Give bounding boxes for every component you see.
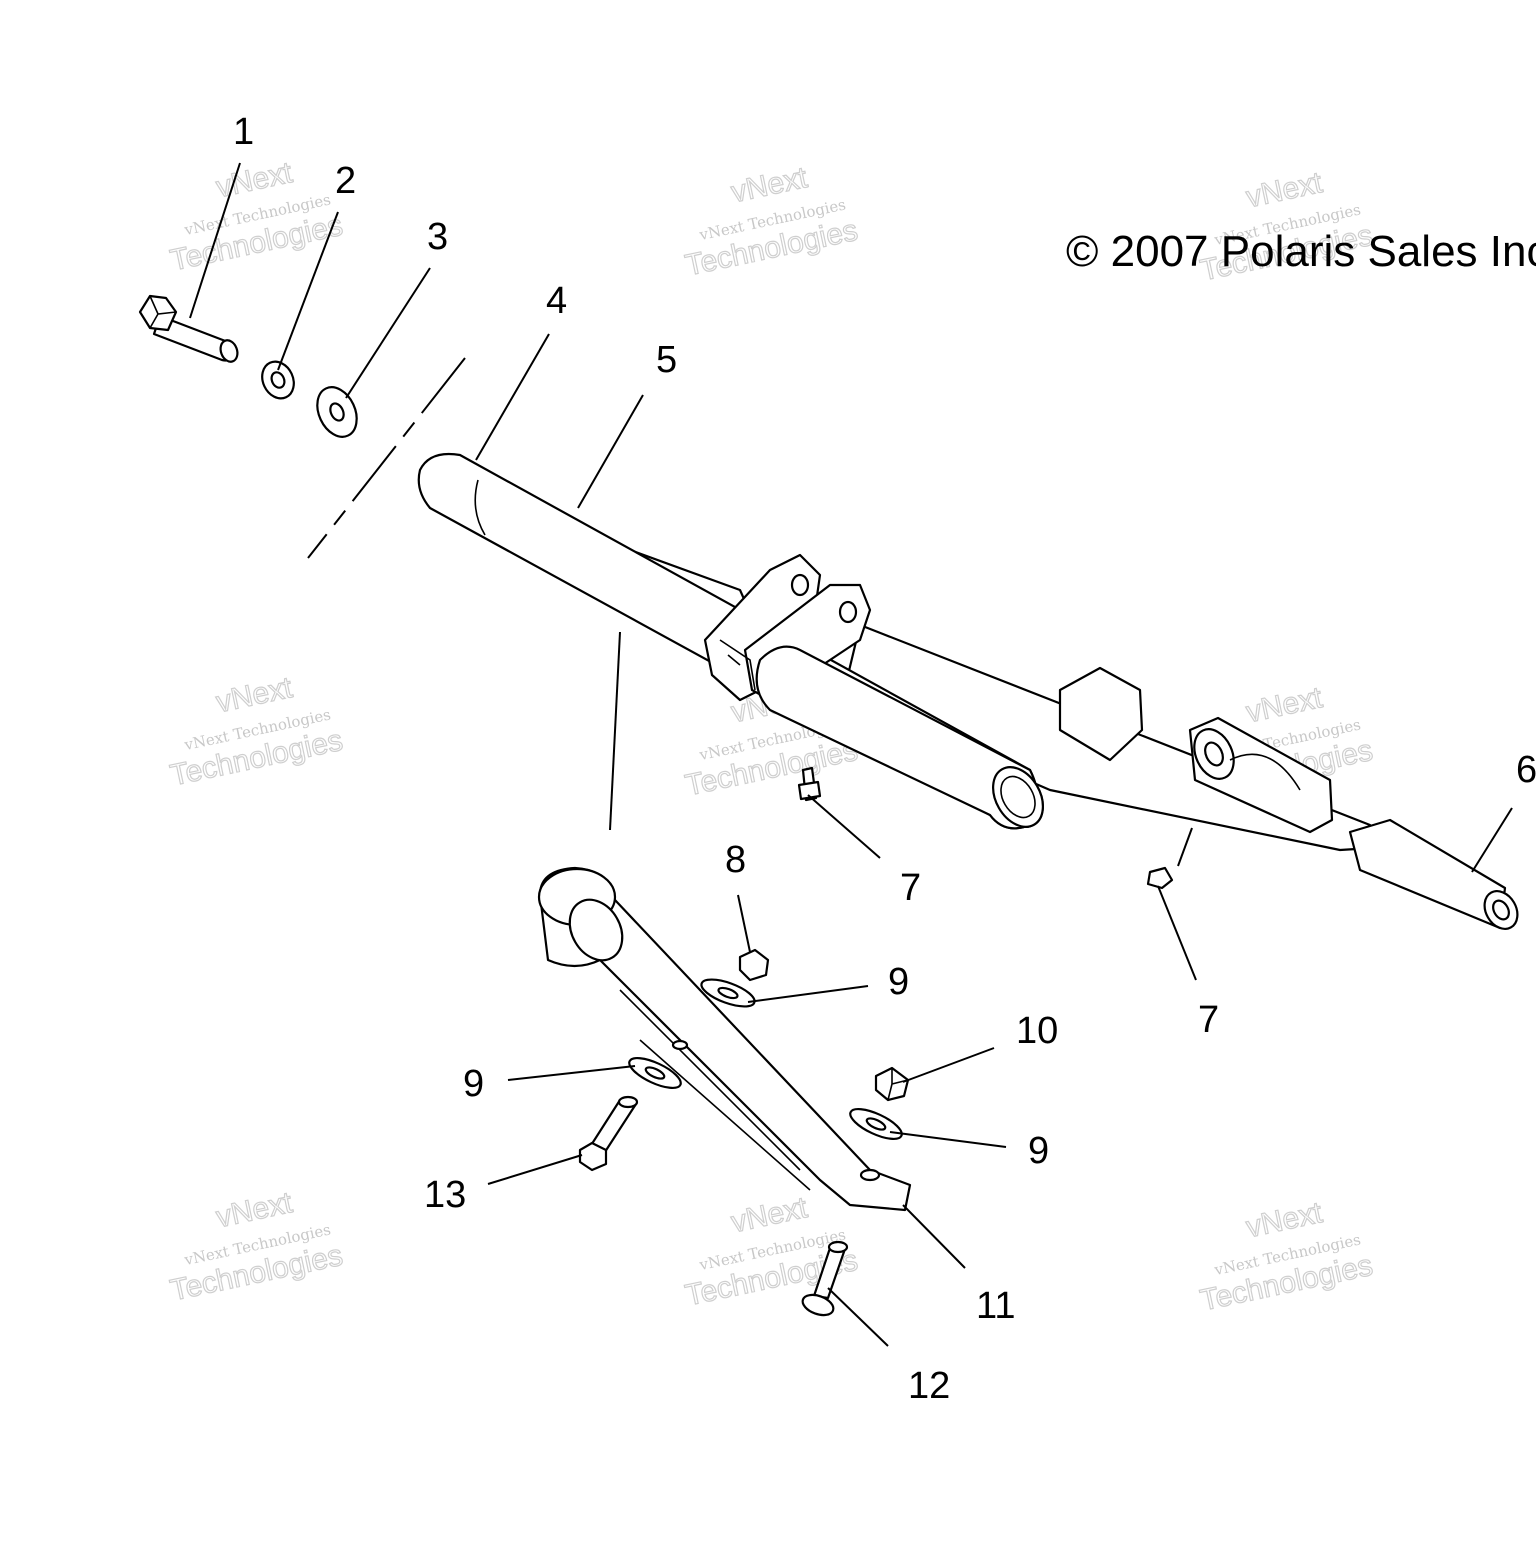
leader-line-7a <box>807 794 881 859</box>
leader-line-11 <box>902 1204 966 1269</box>
callout-9a: 9 <box>888 961 909 1003</box>
callout-10: 10 <box>1016 1010 1058 1052</box>
watermark: vNext vNext Technologies Technologies <box>1197 1195 1376 1318</box>
leader-line-6 <box>1471 807 1513 873</box>
watermark-text: vNext <box>1243 166 1326 214</box>
watermark: vNext vNext Technologies Technologies <box>167 1185 346 1308</box>
leader-line-10 <box>902 1047 995 1083</box>
part-11-arm <box>537 866 912 1212</box>
callout-2: 2 <box>335 160 356 202</box>
part-12-bolt <box>801 1240 849 1317</box>
watermark-text: vNext <box>213 671 296 719</box>
callout-13: 13 <box>424 1174 466 1216</box>
leader-line-9a <box>747 985 869 1003</box>
part-8-nut <box>738 948 770 982</box>
leader-line-7b <box>1157 885 1197 981</box>
leader-line-9c <box>889 1131 1007 1148</box>
callout-5: 5 <box>656 339 677 381</box>
watermark-text: vNext <box>213 1186 296 1234</box>
leader-line-7c <box>1177 827 1193 867</box>
watermark: vNext vNext Technologies Technologies <box>167 670 346 793</box>
part-7-grease-fitting-2 <box>1146 866 1174 890</box>
leader-line-2 <box>277 211 339 371</box>
part-9-washer <box>700 978 756 1008</box>
part-10-nut <box>874 1066 910 1102</box>
leader-line-9b <box>507 1065 636 1081</box>
part-1-bolt <box>138 294 239 363</box>
watermark-text: vNext <box>1243 1196 1326 1244</box>
watermark-text: vNext <box>728 161 811 209</box>
callout-4: 4 <box>546 280 567 322</box>
callout-12: 12 <box>908 1365 950 1407</box>
leader-lines <box>189 162 1513 1347</box>
callout-6: 6 <box>1516 749 1536 791</box>
leader-line-5b <box>609 631 621 831</box>
part-7-grease-fitting <box>797 766 822 802</box>
leader-line-8 <box>737 894 751 953</box>
watermark: vNext vNext Technologies Technologies <box>682 160 861 283</box>
leader-line-4 <box>475 333 550 461</box>
leader-line-3 <box>345 267 431 399</box>
watermark: vNext vNext Technologies Technologies <box>167 155 346 278</box>
part-3-washer <box>316 386 358 438</box>
part-9-washer-2 <box>628 1056 682 1090</box>
axis-centerline <box>307 357 466 559</box>
callout-9b: 9 <box>463 1063 484 1105</box>
watermark-text: vNext <box>213 156 296 204</box>
leader-line-13 <box>487 1154 583 1185</box>
callout-9c: 9 <box>1028 1130 1049 1172</box>
leader-line-12 <box>827 1287 889 1347</box>
callout-labels: 1 2 3 4 5 6 7 7 8 9 9 9 10 11 12 13 <box>233 111 1536 1407</box>
leader-line-1 <box>189 162 241 319</box>
callout-3: 3 <box>427 216 448 258</box>
leader-line-5 <box>577 394 644 509</box>
part-13-bolt <box>578 1095 639 1172</box>
part-2-washer <box>261 360 295 400</box>
watermark-text: vNext <box>1243 681 1326 729</box>
part-9-washer-3 <box>849 1107 903 1141</box>
callout-1: 1 <box>233 111 254 153</box>
part-main-axle-assembly <box>417 452 1519 930</box>
copyright-text: © 2007 Polaris Sales Inc. <box>1066 227 1536 276</box>
callout-7a: 7 <box>900 867 921 909</box>
callout-8: 8 <box>725 839 746 881</box>
watermark-text: vNext <box>728 1191 811 1239</box>
callout-11: 11 <box>976 1285 1015 1327</box>
callout-7b: 7 <box>1198 999 1219 1041</box>
